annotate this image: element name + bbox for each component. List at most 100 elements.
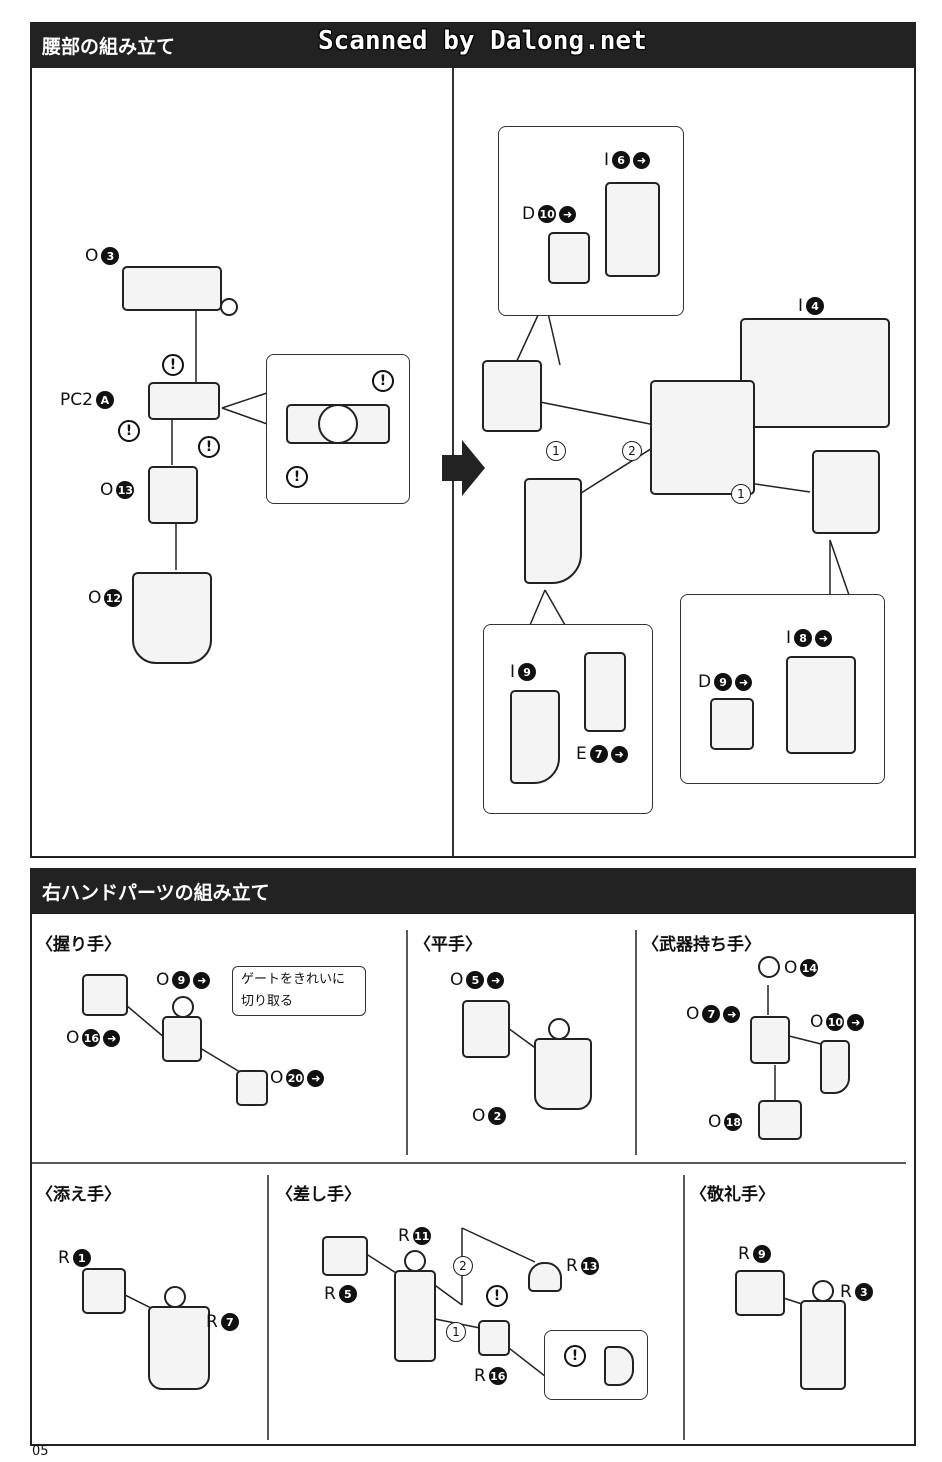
- warning-icon: !: [564, 1345, 586, 1367]
- warning-icon: !: [486, 1285, 508, 1307]
- part-pointing-palm: [394, 1270, 436, 1362]
- part-i4: [740, 318, 890, 428]
- step-marker: 2: [453, 1256, 473, 1276]
- part-i8: [786, 656, 856, 754]
- warning-icon: !: [372, 370, 394, 392]
- part-d9: [710, 698, 754, 750]
- step-marker: 1: [446, 1322, 466, 1342]
- section-title-right-hand: 右ハンドパーツの組み立て: [42, 881, 270, 904]
- part-waist-base: [650, 380, 755, 495]
- part-pointing-ball: [404, 1250, 426, 1272]
- gate-icon: ➜: [633, 151, 651, 169]
- part-flat-ball: [548, 1018, 570, 1040]
- part-o12: [132, 572, 212, 664]
- part-o3: [122, 266, 222, 311]
- part-d10: [548, 232, 590, 284]
- part-e7: [584, 652, 626, 732]
- warning-icon: !: [198, 436, 220, 458]
- part-o13: [148, 466, 198, 524]
- part-side-right: [812, 450, 880, 534]
- gate-note-line2: 切り取る: [241, 994, 294, 1009]
- warning-icon: !: [162, 354, 184, 376]
- part-weapon-o10: [820, 1040, 850, 1094]
- part-pointing-r16: [478, 1320, 510, 1356]
- part-pointing-r13: [528, 1262, 562, 1292]
- gate-icon: ➜: [487, 971, 505, 989]
- part-pointing-back: [322, 1236, 368, 1276]
- subheading-flat: 〈平手〉: [414, 935, 482, 955]
- gate-icon: ➜: [815, 629, 833, 647]
- subheading-salute: 〈敬礼手〉: [690, 1185, 775, 1205]
- subheading-grip: 〈握り手〉: [36, 935, 121, 955]
- part-front-i9: [524, 478, 582, 584]
- step-marker: 1: [546, 441, 566, 461]
- warning-icon: !: [286, 466, 308, 488]
- part-grip-ball: [172, 996, 194, 1018]
- step-marker: 1: [731, 484, 751, 504]
- step-marker: 2: [622, 441, 642, 461]
- part-i6: [605, 182, 660, 277]
- watermark: Scanned by Dalong.net: [318, 26, 647, 56]
- part-flat-o5: [462, 1000, 510, 1058]
- part-grip-o20: [236, 1070, 268, 1106]
- part-flat-palm: [534, 1038, 592, 1110]
- detail-callout-i9: [483, 624, 653, 814]
- warning-icon: !: [118, 420, 140, 442]
- gate-icon: ➜: [307, 1069, 325, 1087]
- subheading-support: 〈添え手〉: [36, 1185, 121, 1205]
- part-pc2a-detail-center: [318, 404, 358, 444]
- gate-icon: ➜: [735, 673, 753, 691]
- part-salute-ball: [812, 1280, 834, 1302]
- subheading-pointing: 〈差し手〉: [276, 1185, 361, 1205]
- page-number: 05: [32, 1444, 49, 1459]
- part-weapon-ball: [758, 956, 780, 978]
- section-header-right-hand: 右ハンドパーツの組み立て: [30, 868, 916, 914]
- part-support-ball: [164, 1286, 186, 1308]
- part-weapon-o18: [758, 1100, 802, 1140]
- gate-icon: ➜: [103, 1029, 121, 1047]
- gate-icon: ➜: [847, 1013, 865, 1031]
- part-weapon-palm: [750, 1016, 790, 1064]
- part-grip-o16: [82, 974, 128, 1016]
- part-grip-palm: [162, 1016, 202, 1062]
- gate-icon: ➜: [193, 971, 211, 989]
- part-side-left: [482, 360, 542, 432]
- gate-note-line1: ゲートをきれいに: [241, 972, 346, 987]
- part-support-palm: [148, 1306, 210, 1390]
- subheading-weapon: 〈武器持ち手〉: [642, 935, 761, 955]
- gate-note: ゲートをきれいに 切り取る: [232, 966, 366, 1016]
- part-r16-detail: [604, 1346, 634, 1386]
- part-pc2a: [148, 382, 220, 420]
- part-support-r1: [82, 1268, 126, 1314]
- gate-icon: ➜: [559, 205, 577, 223]
- gate-icon: ➜: [723, 1005, 741, 1023]
- gate-icon: ➜: [610, 745, 628, 763]
